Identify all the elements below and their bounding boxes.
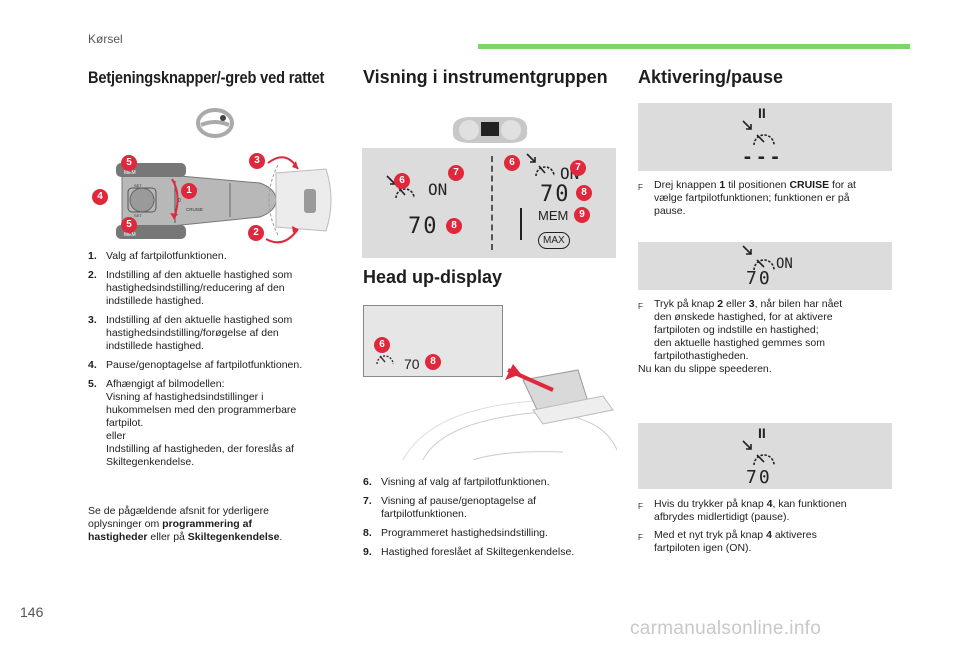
- hud-figure: [402, 364, 617, 460]
- callout-badge: 3: [249, 153, 265, 169]
- stalk-label: MEM: [124, 170, 136, 176]
- watermark: carmanualsonline.info: [630, 618, 822, 639]
- cruise-gauge-icon: [395, 187, 415, 199]
- list-item: 3.Indstilling af den aktuelle hastighed …: [88, 314, 293, 352]
- callout-badge: 5: [121, 155, 137, 171]
- stalk-label: 0: [178, 198, 181, 204]
- stalk-label: CRUISE: [186, 207, 203, 212]
- set-speed: ---: [742, 147, 784, 168]
- callout-badge: 6: [374, 337, 390, 353]
- mem-line: [520, 208, 522, 240]
- cruise-gauge-icon: [535, 165, 555, 177]
- stalk-label: MEM: [124, 232, 136, 238]
- col1-title: Betjeningsknapper/-greb ved rattet: [88, 68, 325, 87]
- callout-badge: 7: [448, 165, 464, 181]
- bullet-icon: F: [638, 533, 643, 542]
- callout-badge: 7: [570, 160, 586, 176]
- cruise-gauge-icon: [376, 355, 394, 365]
- cluster-display-panel: ON 70 ON 70 MEM MAX: [362, 148, 616, 258]
- set-speed: 70: [746, 467, 772, 488]
- stalk-label: SET: [134, 183, 142, 188]
- col2-list: 6.Visning af valg af fartpilotfunktionen…: [363, 476, 618, 565]
- hud-speed: 70: [404, 356, 420, 372]
- cruise-gauge-icon: [742, 120, 775, 146]
- pause-indicator: II: [758, 425, 766, 441]
- callout-badge: 8: [576, 185, 592, 201]
- set-speed: 70: [408, 214, 439, 239]
- cruise-status: ON: [776, 256, 793, 272]
- cruise-stalk-figure: MEM LIMIT SET SET MEM CRUISE 0: [116, 156, 332, 244]
- section-bar: [478, 44, 910, 49]
- callout-badge: 2: [248, 225, 264, 241]
- mem-label: MEM: [538, 208, 569, 223]
- callout-badge: 9: [574, 207, 590, 223]
- list-item: 1.Valg af fartpilotfunktionen.: [88, 250, 227, 262]
- col1-list: 1.Valg af fartpilotfunktionen. 2.Indstil…: [88, 250, 343, 475]
- list-item: 9.Hastighed foreslået af Skiltegenkendel…: [363, 546, 575, 558]
- list-item: 2.Indstilling af den aktuelle hastighed …: [88, 269, 293, 307]
- divider: [491, 156, 493, 250]
- active-display-panel: ON 70: [638, 242, 892, 290]
- callout-badge: 5: [121, 217, 137, 233]
- instrument-cluster-icon: [452, 117, 528, 143]
- section-label: Kørsel: [88, 32, 123, 46]
- col2-title: Visning i instrumentgruppen: [363, 67, 608, 87]
- callout-badge: 1: [181, 183, 197, 199]
- bullet-icon: F: [638, 302, 643, 311]
- stalk-label: SET: [134, 213, 142, 218]
- callout-badge: 6: [394, 173, 410, 189]
- callout-badge: 8: [446, 218, 462, 234]
- set-speed: 70: [746, 268, 772, 289]
- col3-title: Aktivering/pause: [638, 67, 784, 87]
- pause-indicator: II: [758, 105, 766, 121]
- col1-note: Se de pågældende afsnit for yderligere o…: [88, 505, 283, 543]
- cruise-status: ON: [428, 180, 448, 199]
- callout-badge: 6: [504, 155, 520, 171]
- bullet-icon: F: [638, 502, 643, 511]
- set-speed: 70: [540, 182, 571, 207]
- hud-title: Head up-display: [363, 267, 503, 287]
- cruise-gauge-icon: [742, 245, 775, 271]
- step-2-note: Nu kan du slippe speederen.: [638, 363, 772, 375]
- cruise-gauge-icon: [742, 440, 775, 466]
- callout-badge: 8: [425, 354, 441, 370]
- list-item: 5.Afhængigt af bilmodellen: Visning af h…: [88, 378, 297, 468]
- max-label: MAX: [538, 232, 570, 249]
- steering-wheel-icon: [196, 108, 234, 138]
- pause-display-panel-2: II 70: [638, 423, 892, 489]
- list-item: 6.Visning af valg af fartpilotfunktionen…: [363, 476, 550, 488]
- page-number: 146: [20, 604, 44, 620]
- list-item: 7.Visning af pause/genoptagelse af fartp…: [363, 495, 537, 520]
- list-item: 4.Pause/genoptagelse af fartpilotfunktio…: [88, 359, 303, 371]
- arrow-icon: [526, 153, 536, 163]
- list-item: 8.Programmeret hastighedsindstilling.: [363, 527, 548, 539]
- pause-display-panel: II ---: [638, 103, 892, 171]
- callout-badge: 4: [92, 189, 108, 205]
- bullet-icon: F: [638, 183, 643, 192]
